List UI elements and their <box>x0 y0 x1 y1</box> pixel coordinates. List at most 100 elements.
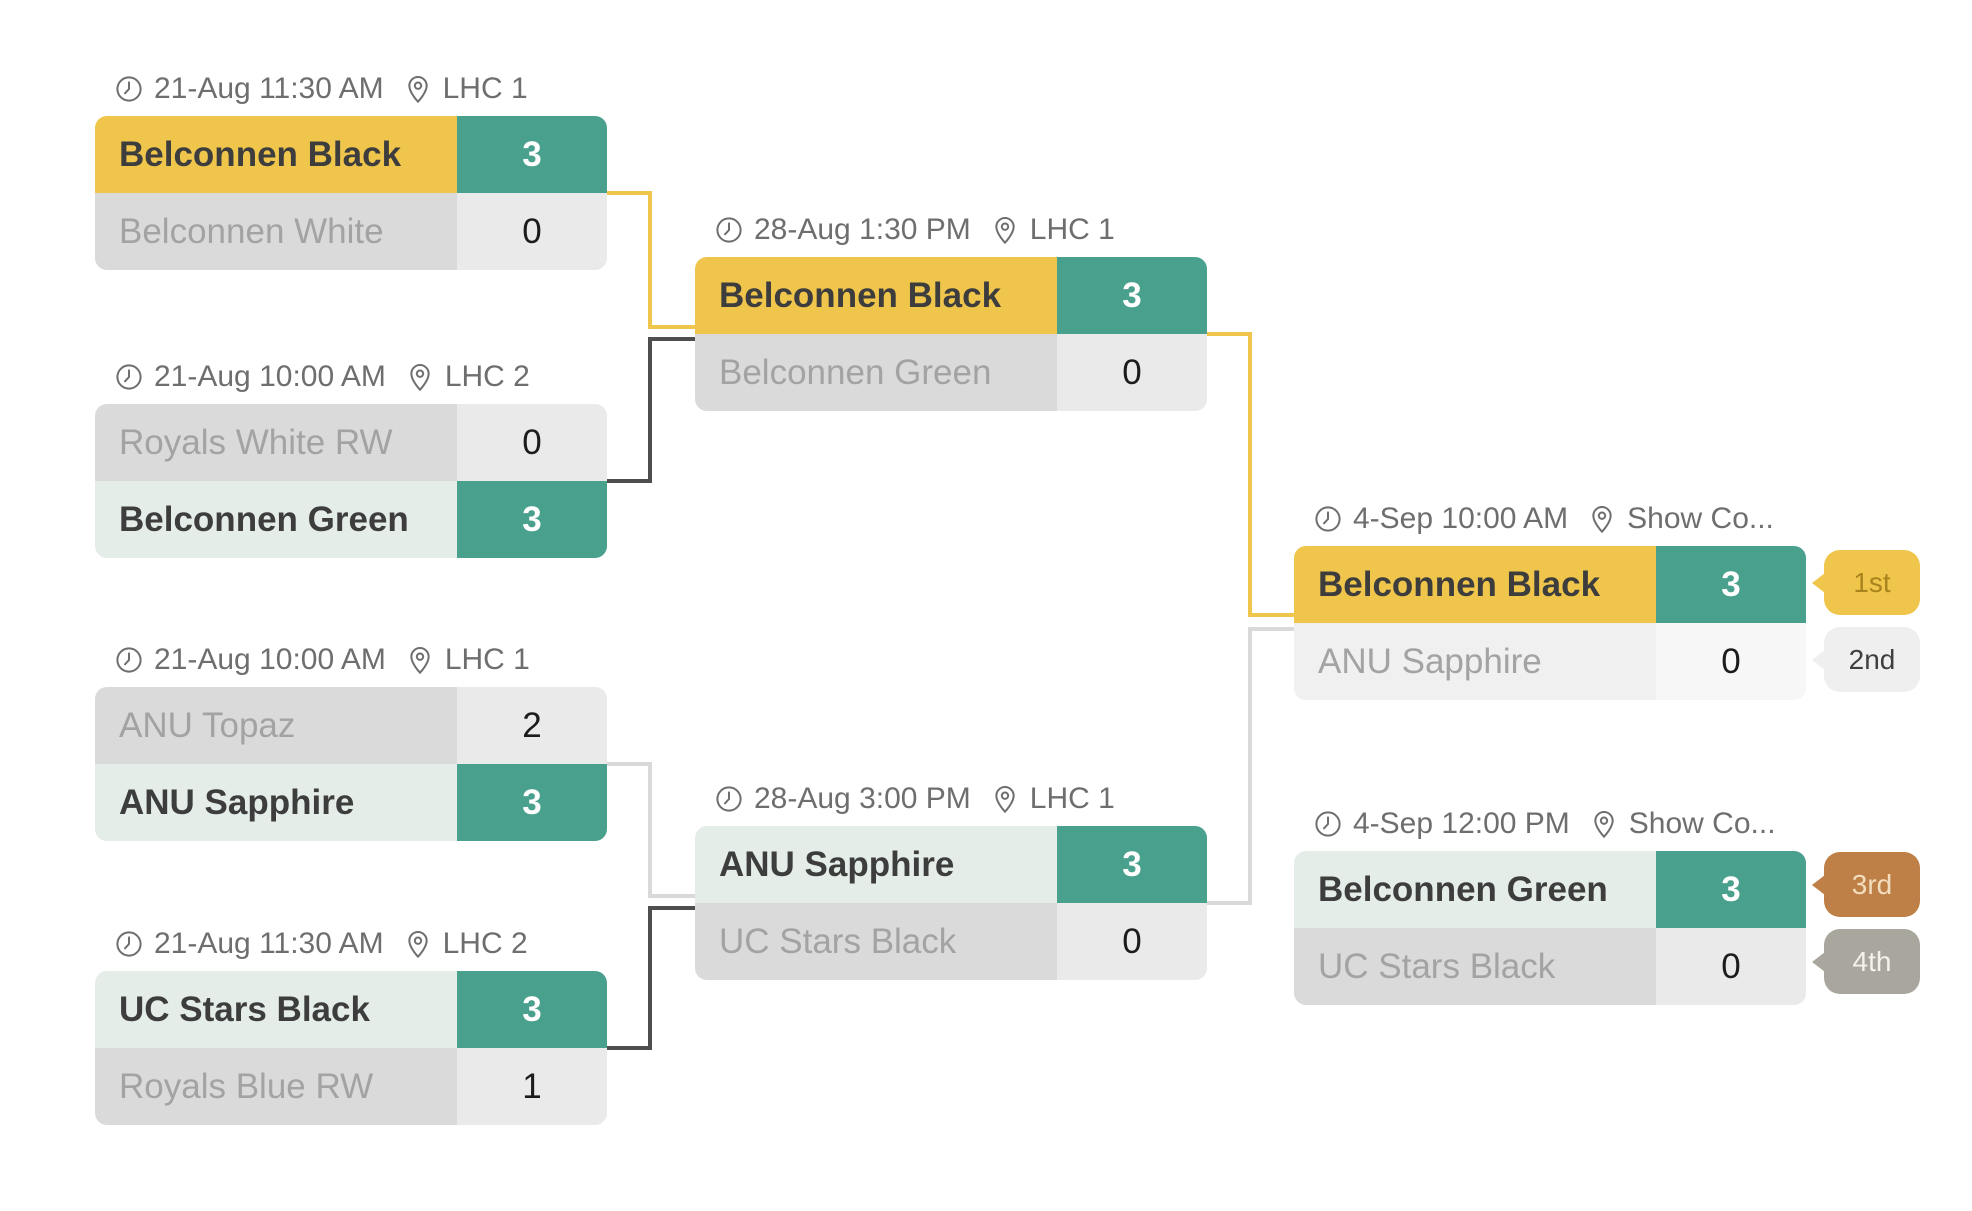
match-time: 28-Aug 3:00 PM <box>754 782 971 815</box>
bracket-connector <box>1248 627 1252 905</box>
bracket-connector <box>648 762 652 898</box>
team-row: Belconnen Black 3 <box>95 116 607 193</box>
team-row: Royals Blue RW 1 <box>95 1048 607 1125</box>
clock-icon <box>116 76 142 102</box>
match-card-round1-3[interactable]: 21-Aug 10:00 AM LHC 1 ANU Topaz 2 ANU Sa… <box>95 641 607 841</box>
match-venue: LHC 1 <box>444 643 530 676</box>
match-schedule: 28-Aug 3:00 PM LHC 1 <box>695 780 1207 818</box>
match-result-card: Belconnen Black 3 Belconnen Green 0 <box>695 257 1207 411</box>
bracket-connector <box>1248 332 1252 617</box>
location-pin-icon <box>995 786 1015 814</box>
team-row: Belconnen Green 3 <box>1294 851 1806 928</box>
match-time: 21-Aug 10:00 AM <box>154 643 386 676</box>
match-result-card: ANU Topaz 2 ANU Sapphire 3 <box>95 687 607 841</box>
match-result-card: Belconnen Green 3 UC Stars Black 0 <box>1294 851 1806 1005</box>
team-name: UC Stars Black <box>95 971 457 1048</box>
match-venue: Show Co... <box>1628 807 1776 840</box>
team-score: 0 <box>1057 903 1207 980</box>
team-row: ANU Sapphire 3 <box>695 826 1207 903</box>
placement-badge-1st: 1st <box>1824 550 1920 615</box>
team-score: 1 <box>457 1048 607 1125</box>
team-name: Belconnen Black <box>695 257 1057 334</box>
match-venue: LHC 1 <box>442 72 528 105</box>
team-score: 3 <box>457 481 607 558</box>
team-score: 3 <box>1656 546 1806 623</box>
match-card-semifinal-2[interactable]: 28-Aug 3:00 PM LHC 1 ANU Sapphire 3 UC S… <box>695 780 1207 980</box>
team-score: 3 <box>1057 257 1207 334</box>
team-row: ANU Topaz 2 <box>95 687 607 764</box>
bracket-connector <box>648 337 697 341</box>
bracket-connector <box>648 191 652 329</box>
clock-icon <box>116 364 142 390</box>
clock-icon <box>716 217 742 243</box>
clock-icon <box>1315 506 1341 532</box>
placement-label: 2nd <box>1848 643 1896 675</box>
team-score: 0 <box>457 193 607 270</box>
team-row: ANU Sapphire 3 <box>95 764 607 841</box>
match-venue: LHC 2 <box>444 360 530 393</box>
placement-label: 4th <box>1852 945 1892 977</box>
match-result-card: Belconnen Black 3 ANU Sapphire 0 <box>1294 546 1806 700</box>
match-schedule: 21-Aug 10:00 AM LHC 2 <box>95 358 607 396</box>
match-result-card: UC Stars Black 3 Royals Blue RW 1 <box>95 971 607 1125</box>
team-row: Belconnen White 0 <box>95 193 607 270</box>
bracket-connector <box>648 906 652 1050</box>
bracket-connector <box>605 479 652 483</box>
team-score: 3 <box>457 764 607 841</box>
match-time: 4-Sep 10:00 AM <box>1353 502 1569 535</box>
match-card-round1-1[interactable]: 21-Aug 11:30 AM LHC 1 Belconnen Black 3 … <box>95 70 607 270</box>
team-name: Royals White RW <box>95 404 457 481</box>
team-name: Belconnen Black <box>1294 546 1656 623</box>
location-pin-icon <box>410 364 430 392</box>
match-venue: LHC 1 <box>1029 213 1115 246</box>
clock-icon <box>1315 811 1341 837</box>
bracket-connector <box>648 894 697 898</box>
team-name: ANU Topaz <box>95 687 457 764</box>
team-score: 2 <box>457 687 607 764</box>
match-card-round1-4[interactable]: 21-Aug 11:30 AM LHC 2 UC Stars Black 3 R… <box>95 925 607 1125</box>
team-score: 3 <box>457 971 607 1048</box>
placement-badge-3rd: 3rd <box>1824 852 1920 917</box>
team-row: UC Stars Black 0 <box>1294 928 1806 1005</box>
team-name: ANU Sapphire <box>695 826 1057 903</box>
match-venue: LHC 2 <box>442 927 528 960</box>
team-name: UC Stars Black <box>695 903 1057 980</box>
match-venue: LHC 1 <box>1029 782 1115 815</box>
match-result-card: Belconnen Black 3 Belconnen White 0 <box>95 116 607 270</box>
match-time: 21-Aug 11:30 AM <box>154 927 384 960</box>
team-score: 0 <box>1057 334 1207 411</box>
placement-badge-4th: 4th <box>1824 929 1920 994</box>
placement-label: 3rd <box>1851 868 1893 900</box>
location-pin-icon <box>1592 506 1612 534</box>
team-name: Belconnen Green <box>1294 851 1656 928</box>
team-score: 0 <box>1656 623 1806 700</box>
match-result-card: Royals White RW 0 Belconnen Green 3 <box>95 404 607 558</box>
team-score: 3 <box>457 116 607 193</box>
team-row: UC Stars Black 3 <box>95 971 607 1048</box>
team-row: UC Stars Black 0 <box>695 903 1207 980</box>
team-row: Belconnen Green 0 <box>695 334 1207 411</box>
team-row: Belconnen Green 3 <box>95 481 607 558</box>
clock-icon <box>716 786 742 812</box>
match-card-semifinal-1[interactable]: 28-Aug 1:30 PM LHC 1 Belconnen Black 3 B… <box>695 211 1207 411</box>
team-name: Belconnen Green <box>95 481 457 558</box>
clock-icon <box>116 647 142 673</box>
placement-label: 1st <box>1853 566 1891 598</box>
match-result-card: ANU Sapphire 3 UC Stars Black 0 <box>695 826 1207 980</box>
match-card-final[interactable]: 4-Sep 10:00 AM Show Co... Belconnen Blac… <box>1294 500 1920 700</box>
team-row: ANU Sapphire 0 <box>1294 623 1806 700</box>
location-pin-icon <box>407 931 428 959</box>
team-row: Belconnen Black 3 <box>695 257 1207 334</box>
bracket-connector <box>1248 627 1298 631</box>
team-row: Belconnen Black 3 <box>1294 546 1806 623</box>
placement-badge-2nd: 2nd <box>1824 627 1920 692</box>
match-card-third-place[interactable]: 4-Sep 12:00 PM Show Co... Belconnen Gree… <box>1294 805 1920 1005</box>
location-pin-icon <box>995 217 1015 245</box>
match-card-round1-2[interactable]: 21-Aug 10:00 AM LHC 2 Royals White RW 0 … <box>95 358 607 558</box>
team-score: 0 <box>1656 928 1806 1005</box>
location-pin-icon <box>410 647 430 675</box>
team-name: Belconnen White <box>95 193 457 270</box>
location-pin-icon <box>407 76 428 104</box>
team-name: ANU Sapphire <box>95 764 457 841</box>
location-pin-icon <box>1594 811 1614 839</box>
